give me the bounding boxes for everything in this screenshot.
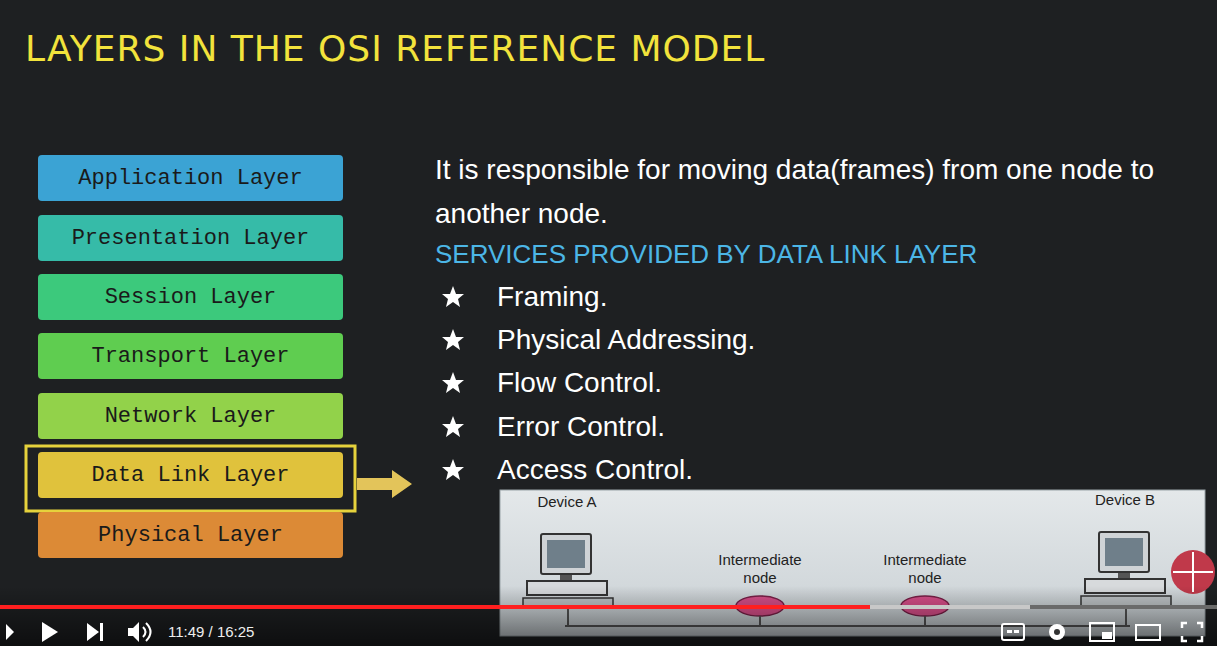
node-label: Intermediate node [705, 551, 815, 587]
section-heading: SERVICES PROVIDED BY DATA LINK LAYER [435, 238, 977, 270]
layer-label: Physical Layer [98, 523, 283, 548]
layer-box: Data Link Layer [38, 452, 343, 498]
layer-label: Data Link Layer [91, 463, 289, 488]
device-label: Device A [535, 493, 599, 511]
bullet-item: Physical Addressing. [497, 323, 755, 357]
description-text: It is responsible for moving data(frames… [435, 148, 1155, 236]
video-time: 11:49 / 16:25 [168, 623, 254, 641]
player-icons [6, 622, 1202, 642]
layer-label: Transport Layer [91, 344, 289, 369]
bullet-stars [442, 286, 464, 480]
bullet-item: Access Control. [497, 453, 693, 487]
player-shade [0, 586, 1217, 646]
layer-label: Network Layer [105, 404, 277, 429]
bullet-item: Flow Control. [497, 366, 662, 400]
progress-buffer [870, 605, 1030, 609]
layer-box: Physical Layer [38, 512, 343, 558]
layer-label: Presentation Layer [72, 226, 310, 251]
layer-box: Transport Layer [38, 333, 343, 379]
progress-track [0, 605, 1217, 609]
progress-played [0, 605, 870, 609]
layer-box: Presentation Layer [38, 215, 343, 261]
device-label: Device B [1093, 491, 1157, 509]
bullet-item: Error Control. [497, 410, 665, 444]
layer-box: Session Layer [38, 274, 343, 320]
layer-box: Network Layer [38, 393, 343, 439]
bullet-item: Framing. [497, 280, 607, 314]
layer-label: Application Layer [78, 166, 302, 191]
slide-title: LAYERS IN THE OSI REFERENCE MODEL [25, 28, 765, 69]
node-label: Intermediate node [870, 551, 980, 587]
highlight-frame [26, 446, 355, 511]
layer-label: Session Layer [105, 285, 277, 310]
pointer-arrow [357, 470, 412, 498]
layer-box: Application Layer [38, 155, 343, 201]
